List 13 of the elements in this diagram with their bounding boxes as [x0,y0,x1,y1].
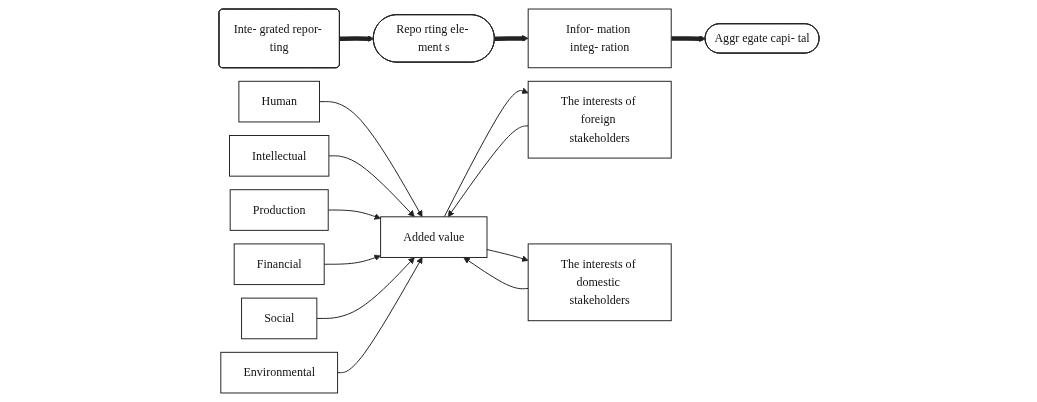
arrow [339,35,374,42]
arrow [494,35,528,42]
arrow [670,35,706,42]
node-box: Social [240,297,317,340]
node-box: Environmental [219,351,338,394]
node-box: Financial [233,243,325,286]
node-box: Infor- mation integ- ration [527,8,672,69]
node-box: Production [229,189,329,231]
node-box: The interests of domestic stakeholders [527,243,672,322]
node-box: Human [237,80,320,123]
node-box: The interests of foreign stakeholders [527,80,672,159]
node-box: Intellectual [228,135,329,177]
node-box: Added value [379,216,487,258]
